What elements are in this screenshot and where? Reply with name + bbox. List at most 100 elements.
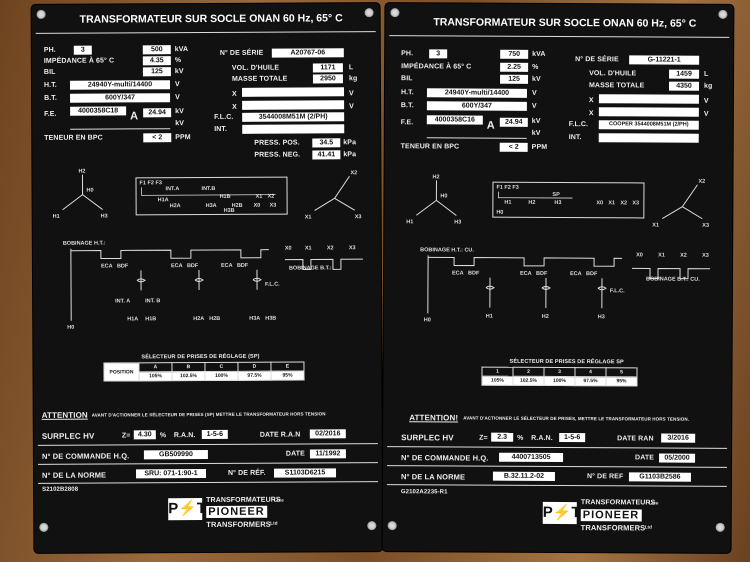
bt-unit: V: [531, 102, 537, 110]
svg-text:H2B: H2B: [209, 316, 220, 322]
teneur-unit: PPM: [531, 143, 548, 151]
selector-position: 3: [543, 367, 576, 377]
flc-value: COOPER 3544008M51M (2/PH): [598, 120, 699, 130]
fe-kv: 24.94: [499, 117, 528, 127]
press-pos-label: PRESS. POS.: [254, 139, 300, 147]
teneur-value: < 2: [499, 142, 528, 152]
selector-value: 97.5%: [574, 376, 606, 386]
svg-text:H3B: H3B: [224, 208, 235, 214]
svg-text:INT.B: INT.B: [202, 186, 216, 192]
date-value: 05/2000: [659, 453, 696, 463]
svg-text:X0: X0: [254, 203, 261, 209]
svg-text:X0: X0: [285, 246, 292, 252]
surplec-label: SURPLEC HV: [41, 431, 95, 441]
selector-position-label: POSITION: [103, 362, 140, 382]
pt-logo: P⚡T: [168, 498, 206, 521]
wye-x-label: X2: [350, 170, 357, 176]
svg-text:SP: SP: [552, 192, 560, 198]
attention-label: ATTENTION: [41, 410, 88, 420]
svg-text:BOBINAGE B.T.:: BOBINAGE B.T.:: [289, 265, 332, 271]
teneur-unit: PPM: [175, 134, 191, 142]
svg-text:BDF: BDF: [237, 263, 249, 269]
masse-unit: kg: [348, 75, 358, 83]
fe-label: F.E.: [44, 110, 57, 118]
ht-value: 24940Y-multi/14400: [426, 88, 527, 98]
svg-text:H1: H1: [504, 200, 511, 206]
winding-schematic: BOBINAGE H.T.: BOBINAGE B.T.: ECA BDF EC…: [63, 241, 363, 331]
ph-label: PH.: [43, 46, 56, 54]
divider: [38, 481, 379, 484]
z-value: 2.3: [491, 432, 514, 442]
svg-text:H2B: H2B: [232, 203, 243, 209]
selector-position: A: [138, 362, 172, 372]
svg-text:H3A: H3A: [249, 316, 260, 322]
bil-unit: kV: [174, 68, 184, 76]
masse-unit: kg: [703, 82, 713, 90]
fe-label: F.E.: [400, 119, 414, 127]
svg-text:H2A: H2A: [170, 203, 181, 209]
flc-value: 3544008M51M (2/PH): [242, 112, 345, 122]
mounting-hole: [36, 9, 46, 19]
int-label: INT.: [214, 125, 228, 133]
nameplate-right: TRANSFORMATEUR SUR SOCLE ONAN 60 Hz, 65°…: [382, 3, 734, 553]
teneur-label: TENEUR EN BPC: [44, 134, 103, 142]
svg-text:BOBINAGE B.T.: CU.: BOBINAGE B.T.: CU.: [646, 276, 700, 282]
int-value: [242, 124, 345, 134]
norme-value: B.32.11.2-02: [492, 471, 555, 481]
selector-value: 102.5%: [171, 371, 206, 381]
nameplate-left: TRANSFORMATEUR SUR SOCLE ONAN 60 Hz, 65°…: [31, 3, 383, 553]
svg-text:X3: X3: [349, 245, 356, 251]
svg-text:H3A: H3A: [206, 203, 217, 209]
x-unit: V: [703, 97, 709, 105]
masse-label: MASSE TOTALE: [231, 75, 288, 83]
x2-value: [598, 107, 699, 117]
svg-text:X3: X3: [632, 200, 639, 206]
fe-value: 4000358C16: [426, 115, 483, 125]
svg-text:ECA: ECA: [171, 263, 183, 269]
logo-ltd: Ltd: [270, 520, 278, 526]
svg-text:ECA: ECA: [221, 263, 233, 269]
impedance-label: IMPÉDANCE À 65° C: [43, 57, 115, 65]
teneur-label: TENEUR EN BPC: [400, 143, 460, 151]
impedance-value: 2.25: [500, 62, 529, 72]
mounting-hole: [387, 521, 397, 531]
bil-value: 125: [142, 67, 171, 77]
x-value: [242, 87, 345, 97]
serie-value: A20767-06: [271, 48, 344, 58]
x-value: [598, 94, 699, 104]
ran-label: R.A.N.: [173, 432, 196, 440]
selector-value: 105%: [138, 371, 173, 381]
mounting-hole: [390, 8, 400, 18]
bil-label: BIL: [401, 75, 413, 83]
logo-line3: TRANSFORMERS: [580, 523, 646, 533]
divider: [389, 35, 730, 38]
wiring-diagram: F1 F2 F3 INT.A INT.B H1B X1 X2 H1A H2A H…: [139, 180, 276, 214]
mounting-hole: [367, 521, 377, 531]
svg-text:X0: X0: [636, 252, 643, 258]
svg-text:X1: X1: [608, 200, 615, 206]
ran-value: 1-5-6: [559, 433, 586, 443]
cmd-value: GB509990: [143, 449, 208, 460]
ran-label: R.A.N.: [531, 434, 553, 442]
fe-kv-unit: kV: [175, 108, 184, 116]
z-unit: %: [517, 434, 524, 442]
impedance-value: 4.35: [142, 56, 171, 66]
svg-text:H0: H0: [87, 188, 94, 194]
date-ran-label: DATE R.A.N: [259, 431, 301, 439]
svg-text:BOBINAGE H.T.:: BOBINAGE H.T.:: [63, 241, 106, 247]
mounting-hole: [364, 8, 374, 18]
svg-text:X2: X2: [268, 194, 275, 200]
divider: [386, 484, 727, 487]
bil-value: 125: [500, 74, 529, 84]
selector-value: 95%: [270, 370, 305, 381]
bottom-code: G2102A2235-R1: [400, 489, 448, 496]
svg-text:BOBINAGE H.T.: CU.: BOBINAGE H.T.: CU.: [420, 247, 474, 253]
selector-position: 5: [605, 367, 638, 377]
masse-label: MASSE TOTALE: [588, 82, 645, 90]
wye-x-label: X1: [305, 214, 312, 220]
ref-label: N° DE REF: [586, 473, 624, 481]
wye-diagram-h: H2 H1 H3 H0: [53, 169, 108, 220]
mounting-hole: [718, 9, 728, 19]
x2-unit: V: [703, 110, 709, 118]
press-pos-unit: kPa: [343, 139, 357, 147]
